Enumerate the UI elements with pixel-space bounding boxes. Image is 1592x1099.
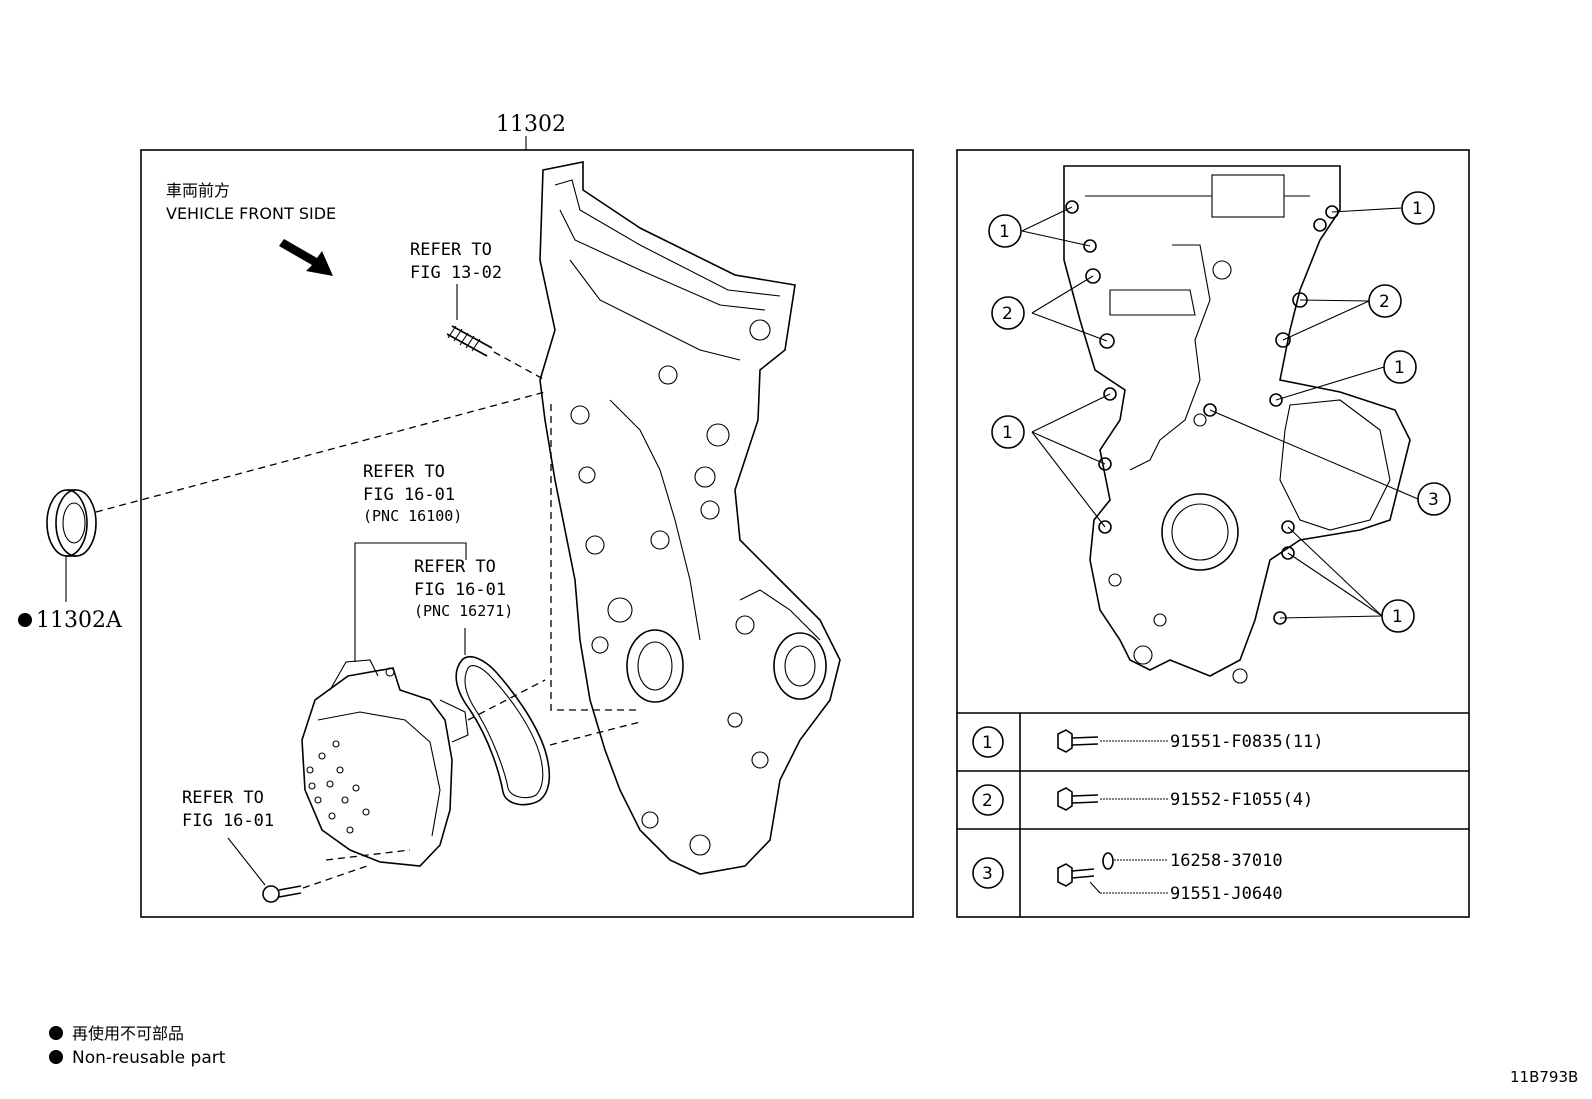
table-ref-2: 2	[982, 791, 993, 811]
legend-jp: 再使用不可部品	[72, 1024, 184, 1043]
seal-part-label[interactable]: 11302A	[36, 608, 123, 633]
part-number[interactable]: 16258-37010	[1170, 851, 1283, 871]
svg-text:1: 1	[999, 222, 1010, 242]
table-ref-1: 1	[982, 733, 993, 753]
flange-bolt-icon	[1057, 729, 1099, 753]
pump-bolt-icon	[262, 885, 302, 903]
leader-lines	[1021, 206, 1419, 619]
table-row: 1 91551-F0835(11)	[972, 726, 1324, 758]
refer-16271-line2: FIG 16-01	[414, 580, 506, 600]
callout-1-mid-left[interactable]: 1	[991, 415, 1025, 449]
flange-bolt-icon	[1057, 787, 1099, 811]
bolt-with-washer-icon	[1057, 852, 1114, 887]
part-number[interactable]: 91552-F1055(4)	[1170, 790, 1313, 810]
table-row: 2 91552-F1055(4)	[972, 784, 1313, 816]
timing-cover-icon[interactable]	[539, 161, 841, 875]
refer-16100-line1: REFER TO	[363, 462, 445, 482]
bolt-positions	[1065, 200, 1339, 625]
non-reusable-marker-icon	[18, 613, 32, 627]
front-arrow-icon	[279, 239, 333, 276]
cover-outline-icon	[1063, 165, 1411, 684]
diagram-code: 11B793B	[1510, 1068, 1578, 1086]
refer-16271-line1: REFER TO	[414, 557, 496, 577]
main-part-label[interactable]: 11302	[496, 112, 566, 137]
part-number[interactable]: 91551-J0640	[1170, 884, 1283, 904]
svg-text:2: 2	[1002, 304, 1013, 324]
refer-16271-line3: (PNC 16271)	[414, 602, 513, 620]
direction-label-jp: 車両前方	[166, 181, 230, 200]
refer-bolt-line1: REFER TO	[182, 788, 264, 808]
svg-text:1: 1	[1392, 607, 1403, 627]
callout-2-left[interactable]: 2	[991, 296, 1025, 330]
svg-text:1: 1	[1394, 358, 1405, 378]
refer-bolt-line2: FIG 16-01	[182, 811, 274, 831]
refer-13-line2: FIG 13-02	[410, 263, 502, 283]
callout-2-right[interactable]: 2	[1368, 284, 1402, 318]
svg-text:2: 2	[1379, 292, 1390, 312]
pump-gasket-icon[interactable]	[455, 656, 551, 806]
legend-bullet-icon	[49, 1026, 63, 1040]
table-row: 3 16258-37010 91551-J0640	[972, 851, 1283, 904]
callout-1-mid-right[interactable]: 1	[1383, 350, 1417, 384]
bolt-layout-frame	[956, 149, 1470, 918]
oil-seal-icon[interactable]	[46, 489, 97, 557]
svg-text:1: 1	[1412, 199, 1423, 219]
stud-bolt-icon	[446, 325, 493, 357]
callout-1-top-right[interactable]: 1	[1401, 191, 1435, 225]
refer-16100-line3: (PNC 16100)	[363, 507, 462, 525]
legend-bullet-icon	[49, 1050, 63, 1064]
legend-en: Non-reusable part	[72, 1048, 226, 1068]
direction-label-en: VEHICLE FRONT SIDE	[166, 204, 336, 223]
part-number[interactable]: 91551-F0835(11)	[1170, 732, 1324, 752]
main-assembly-frame	[140, 149, 914, 918]
water-pump-icon[interactable]	[301, 659, 469, 867]
svg-text:1: 1	[1002, 423, 1013, 443]
callout-1-top-left[interactable]: 1	[988, 214, 1022, 248]
refer-16100-line2: FIG 16-01	[363, 485, 455, 505]
callout-1-bottom-right[interactable]: 1	[1381, 599, 1415, 633]
callout-3[interactable]: 3	[1417, 482, 1451, 516]
table-ref-3: 3	[982, 864, 993, 884]
refer-13-line1: REFER TO	[410, 240, 492, 260]
svg-text:3: 3	[1428, 490, 1439, 510]
